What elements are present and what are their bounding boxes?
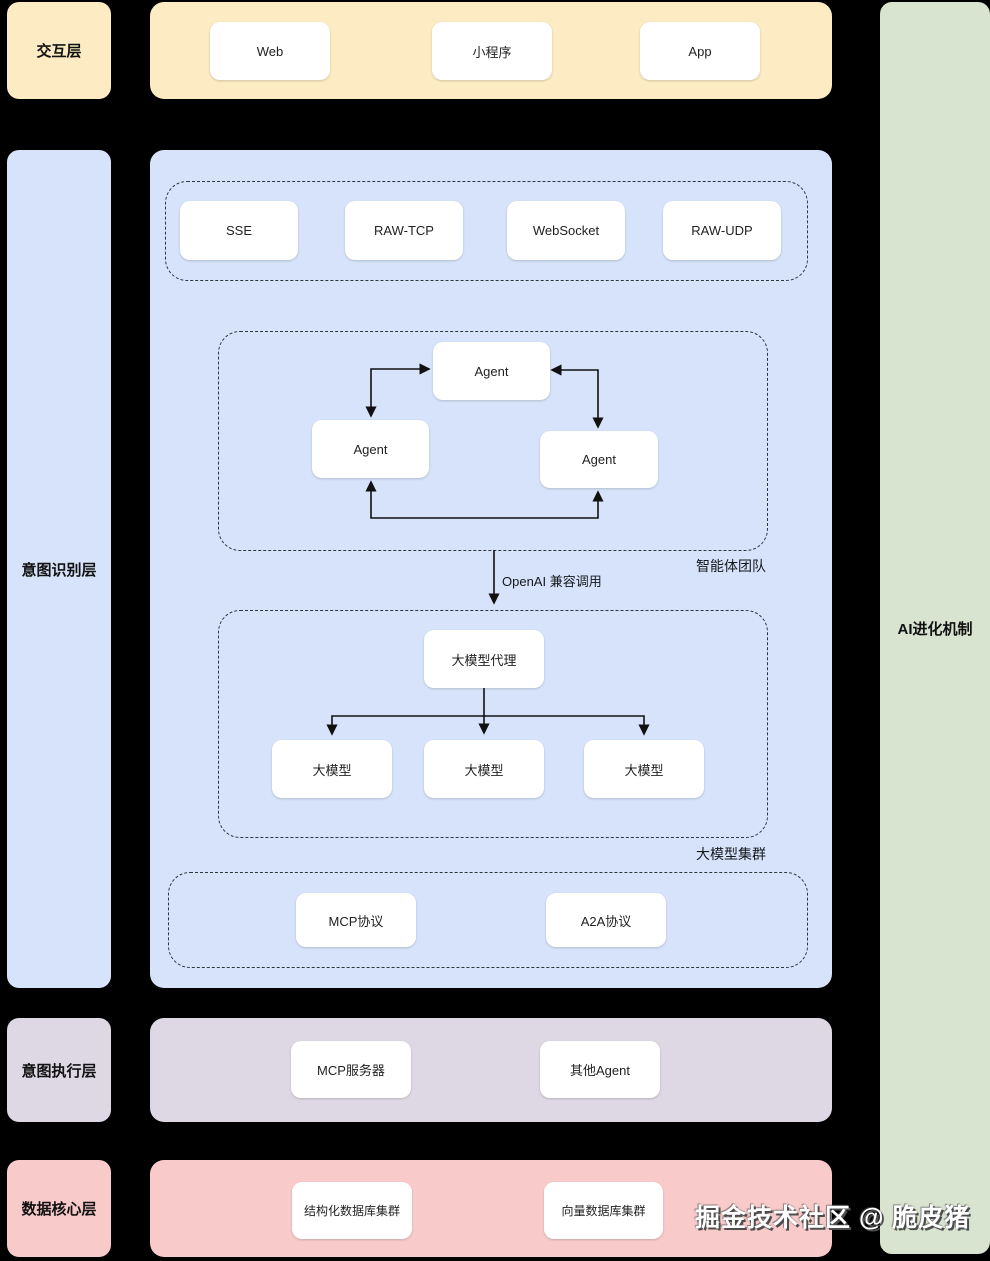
node-vector-db-cluster: 向量数据库集群 <box>544 1182 663 1239</box>
layer-label-interaction: 交互层 <box>7 2 111 99</box>
node-structured-db-cluster-label: 结构化数据库集群 <box>303 1204 400 1218</box>
node-mcp-protocol-label: MCP协议 <box>328 913 384 929</box>
layer-label-intent-execution: 意图执行层 <box>7 1018 111 1122</box>
node-sse: SSE <box>180 201 298 260</box>
node-model-3-label: 大模型 <box>624 762 664 778</box>
node-mcp-server-label: MCP服务器 <box>317 1063 385 1078</box>
node-raw-tcp: RAW-TCP <box>345 201 463 260</box>
node-model-2-label: 大模型 <box>464 762 504 778</box>
node-agent-top-label: Agent <box>474 363 509 379</box>
node-model-1-label: 大模型 <box>312 762 352 778</box>
node-websocket-label: WebSocket <box>532 223 600 238</box>
node-web-label: Web <box>256 43 284 59</box>
node-web: Web <box>210 22 330 80</box>
layer-label-data-core: 数据核心层 <box>7 1160 111 1257</box>
watermark: 掘金技术社区 @ 脆皮猪 <box>695 1204 971 1232</box>
model-cluster-group <box>218 610 768 838</box>
node-a2a-protocol: A2A协议 <box>546 893 666 947</box>
node-model-proxy-label: 大模型代理 <box>451 652 517 668</box>
node-model-2: 大模型 <box>424 740 544 798</box>
agent-team-caption: 智能体团队 <box>696 558 766 574</box>
node-agent-right: Agent <box>540 431 658 488</box>
node-raw-udp: RAW-UDP <box>663 201 781 260</box>
node-miniprogram-label: 小程序 <box>472 44 512 60</box>
protocol-group <box>168 872 808 968</box>
node-structured-db-cluster: 结构化数据库集群 <box>292 1182 412 1239</box>
node-raw-tcp-label: RAW-TCP <box>374 223 434 238</box>
node-agent-left: Agent <box>312 420 429 478</box>
node-sse-label: SSE <box>225 223 252 238</box>
node-model-1: 大模型 <box>272 740 392 798</box>
transport-group <box>165 181 808 281</box>
interaction-layer-label: 交互层 <box>36 43 82 60</box>
node-model-3: 大模型 <box>584 740 704 798</box>
node-other-agent-label: 其他Agent <box>570 1063 630 1078</box>
agent-team-group <box>218 331 768 551</box>
intent-execution-layer-label: 意图执行层 <box>21 1062 97 1080</box>
layer-band-ai-evolution: AI进化机制 <box>880 2 990 1254</box>
node-app-label: App <box>688 43 712 59</box>
node-websocket: WebSocket <box>507 201 625 260</box>
node-model-proxy: 大模型代理 <box>424 630 544 688</box>
interaction-band: Web 小程序 App <box>150 2 832 99</box>
intent-recognition-layer-label: 意图识别层 <box>21 561 97 579</box>
node-raw-udp-label: RAW-UDP <box>691 223 753 238</box>
intent-execution-panel: MCP服务器 其他Agent <box>150 1018 832 1122</box>
node-miniprogram: 小程序 <box>432 22 552 80</box>
node-other-agent: 其他Agent <box>540 1041 660 1098</box>
node-agent-top: Agent <box>433 342 550 400</box>
intent-recognition-panel: SSE RAW-TCP WebSocket RAW-UDP Agent Agen… <box>150 150 832 988</box>
node-vector-db-cluster-label: 向量数据库集群 <box>561 1204 646 1218</box>
node-app: App <box>640 22 760 80</box>
node-a2a-protocol-label: A2A协议 <box>580 913 632 929</box>
layer-label-intent-recognition: 意图识别层 <box>7 150 111 988</box>
node-mcp-protocol: MCP协议 <box>296 893 416 947</box>
node-mcp-server: MCP服务器 <box>291 1041 411 1098</box>
node-agent-left-label: Agent <box>353 441 388 457</box>
model-cluster-caption: 大模型集群 <box>696 846 766 862</box>
openai-call-label: OpenAI 兼容调用 <box>502 574 602 589</box>
ai-evolution-label: AI进化机制 <box>897 620 973 638</box>
node-agent-right-label: Agent <box>582 452 616 467</box>
data-core-layer-label: 数据核心层 <box>21 1201 97 1218</box>
data-core-panel: 结构化数据库集群 向量数据库集群 <box>150 1160 832 1257</box>
